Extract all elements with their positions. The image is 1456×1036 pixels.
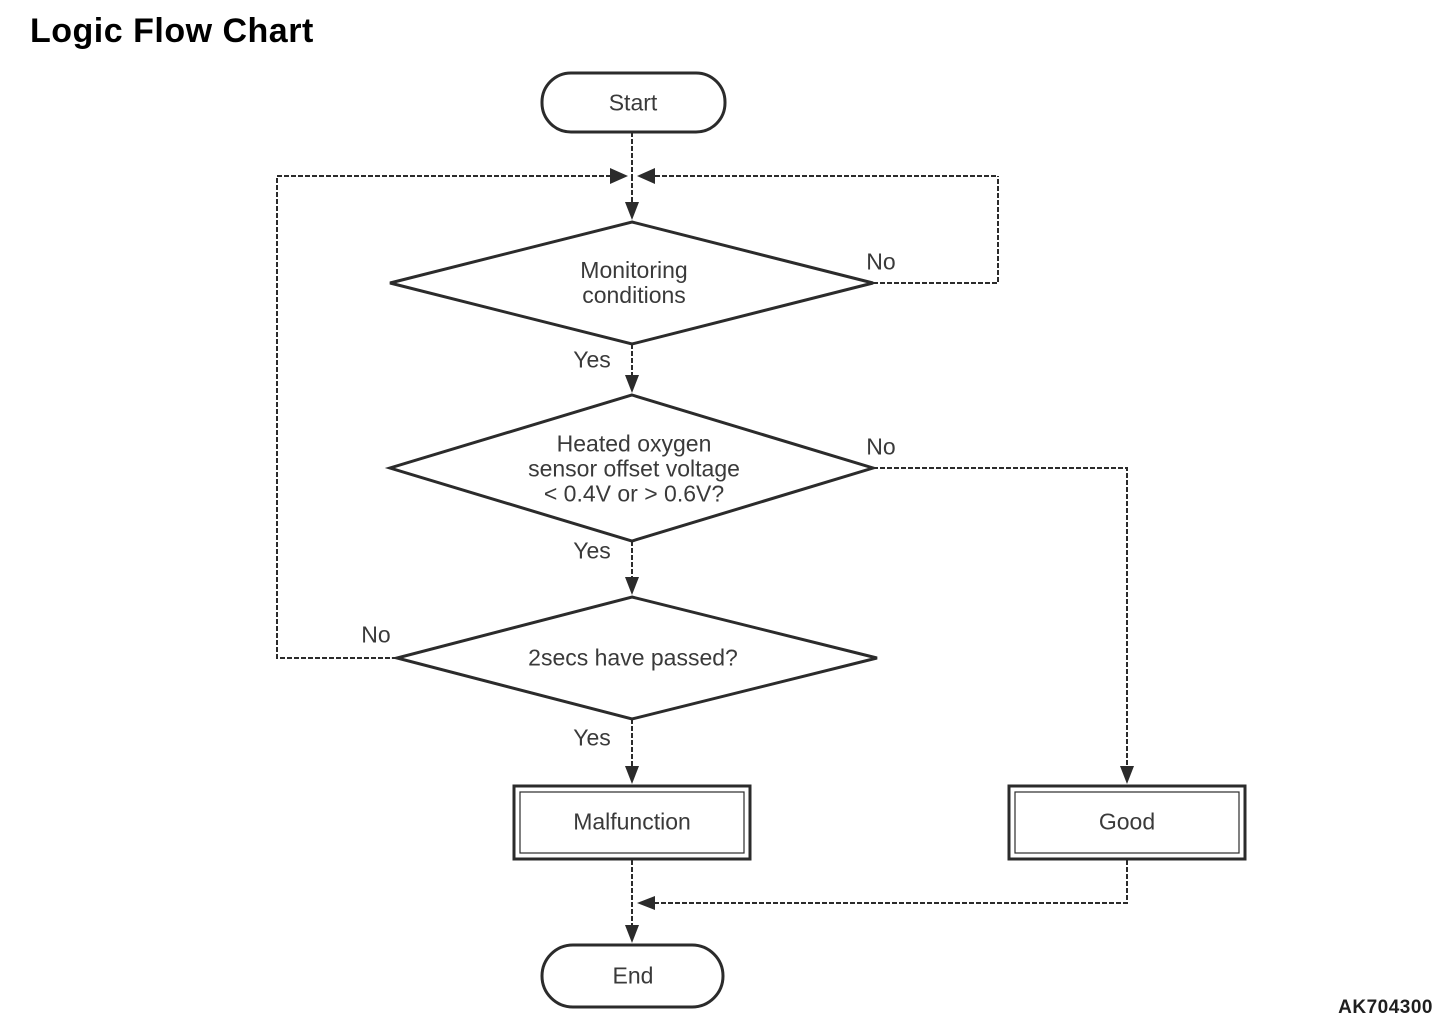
- arrowhead-into-decision2: [625, 375, 639, 393]
- decision3-yes-label: Yes: [573, 724, 611, 751]
- arrowhead-merge-from-good: [637, 896, 655, 910]
- decision1-label-line1: Monitoring: [580, 257, 688, 283]
- decision1-yes-label: Yes: [573, 346, 611, 373]
- arrowhead-junction-from-right: [637, 168, 655, 184]
- decision3-diamond-shape: [391, 595, 878, 721]
- decision2-diamond-shape: [384, 393, 879, 543]
- malfunction-box-label: Malfunction: [573, 808, 691, 835]
- decision2-label-line1: Heated oxygen: [556, 430, 712, 457]
- decision1-diamond-shape: [389, 220, 874, 346]
- arrowhead-into-end: [625, 925, 639, 943]
- start-node-shape: [540, 71, 727, 134]
- decision1-no-label: No: [866, 248, 896, 275]
- edge-decision1-no-loop: [873, 176, 999, 284]
- good-box-inner-line: [1014, 791, 1240, 854]
- edge-decision2-no-to-good: [873, 467, 1128, 767]
- figure-code: AK704300: [1338, 997, 1433, 1018]
- arrowhead-into-good: [1120, 766, 1134, 784]
- decision2-label-line3: < 0.4V or > 0.6V?: [543, 480, 725, 507]
- start-node-label: Start: [608, 89, 658, 116]
- decision2-label: Heated oxygen sensor offset voltage < 0.…: [528, 430, 740, 507]
- end-node-label: End: [612, 962, 654, 989]
- edge-good-to-merge: [655, 860, 1128, 904]
- end-node-shape: [540, 943, 725, 1009]
- decision2-yes-label: Yes: [573, 537, 611, 564]
- arrowhead-into-decision1: [625, 202, 639, 220]
- decision2-no-label: No: [866, 433, 896, 460]
- arrowhead-into-malfunction: [625, 766, 639, 784]
- decision1-label: Monitoring conditions: [580, 258, 687, 308]
- good-box-shape: [1007, 784, 1247, 861]
- page-title: Logic Flow Chart: [30, 12, 314, 50]
- decision3-label: 2secs have passed?: [528, 644, 738, 671]
- malfunction-box-inner-line: [519, 791, 745, 854]
- edge-decision3-no-loop: [276, 176, 397, 659]
- malfunction-box-shape: [512, 784, 752, 861]
- arrowhead-into-decision3: [625, 577, 639, 595]
- good-box-label: Good: [1098, 808, 1156, 835]
- arrowhead-junction-from-left: [610, 168, 628, 184]
- decision2-label-line2: sensor offset voltage: [528, 455, 740, 482]
- decision3-no-label: No: [361, 621, 391, 648]
- decision1-label-line2: conditions: [582, 282, 686, 308]
